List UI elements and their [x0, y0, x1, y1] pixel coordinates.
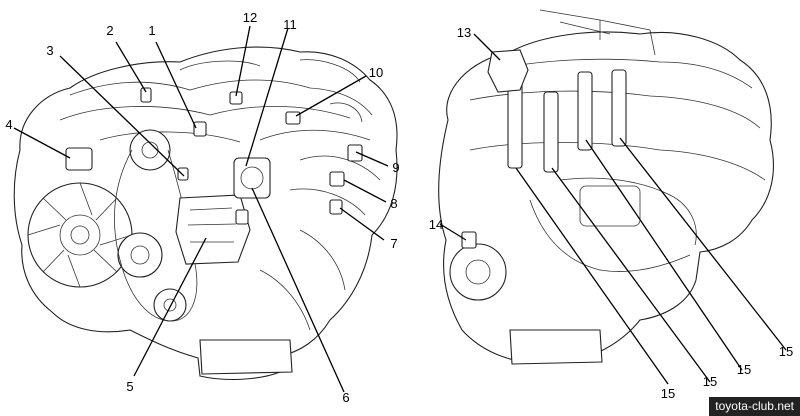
- callout-15a: 15: [661, 386, 675, 401]
- leader-lines: [13, 25, 787, 393]
- callout-3: 3: [46, 43, 53, 58]
- callout-15d: 15: [779, 344, 793, 359]
- callout-7: 7: [390, 236, 397, 251]
- callout-2: 2: [106, 23, 113, 38]
- site-watermark: toyota-club.net: [709, 397, 800, 416]
- callout-9: 9: [392, 160, 399, 175]
- callout-14: 14: [429, 217, 443, 232]
- callout-1: 1: [148, 23, 155, 38]
- callout-6: 6: [342, 390, 349, 405]
- right-engine-illustration: [438, 9, 774, 365]
- callout-11: 11: [283, 17, 297, 32]
- callout-10: 10: [369, 65, 383, 80]
- callout-12: 12: [243, 10, 257, 25]
- left-engine-illustration: [13, 46, 398, 381]
- callout-4: 4: [5, 117, 12, 132]
- callout-5: 5: [126, 379, 133, 394]
- callout-15b: 15: [703, 374, 717, 389]
- callout-labels: 1 2 3 4 5 6 7 8 9 10 11 12 13 14 15 15 1…: [5, 10, 793, 405]
- callout-15c: 15: [737, 362, 751, 377]
- callout-8: 8: [390, 196, 397, 211]
- callout-13: 13: [457, 25, 471, 40]
